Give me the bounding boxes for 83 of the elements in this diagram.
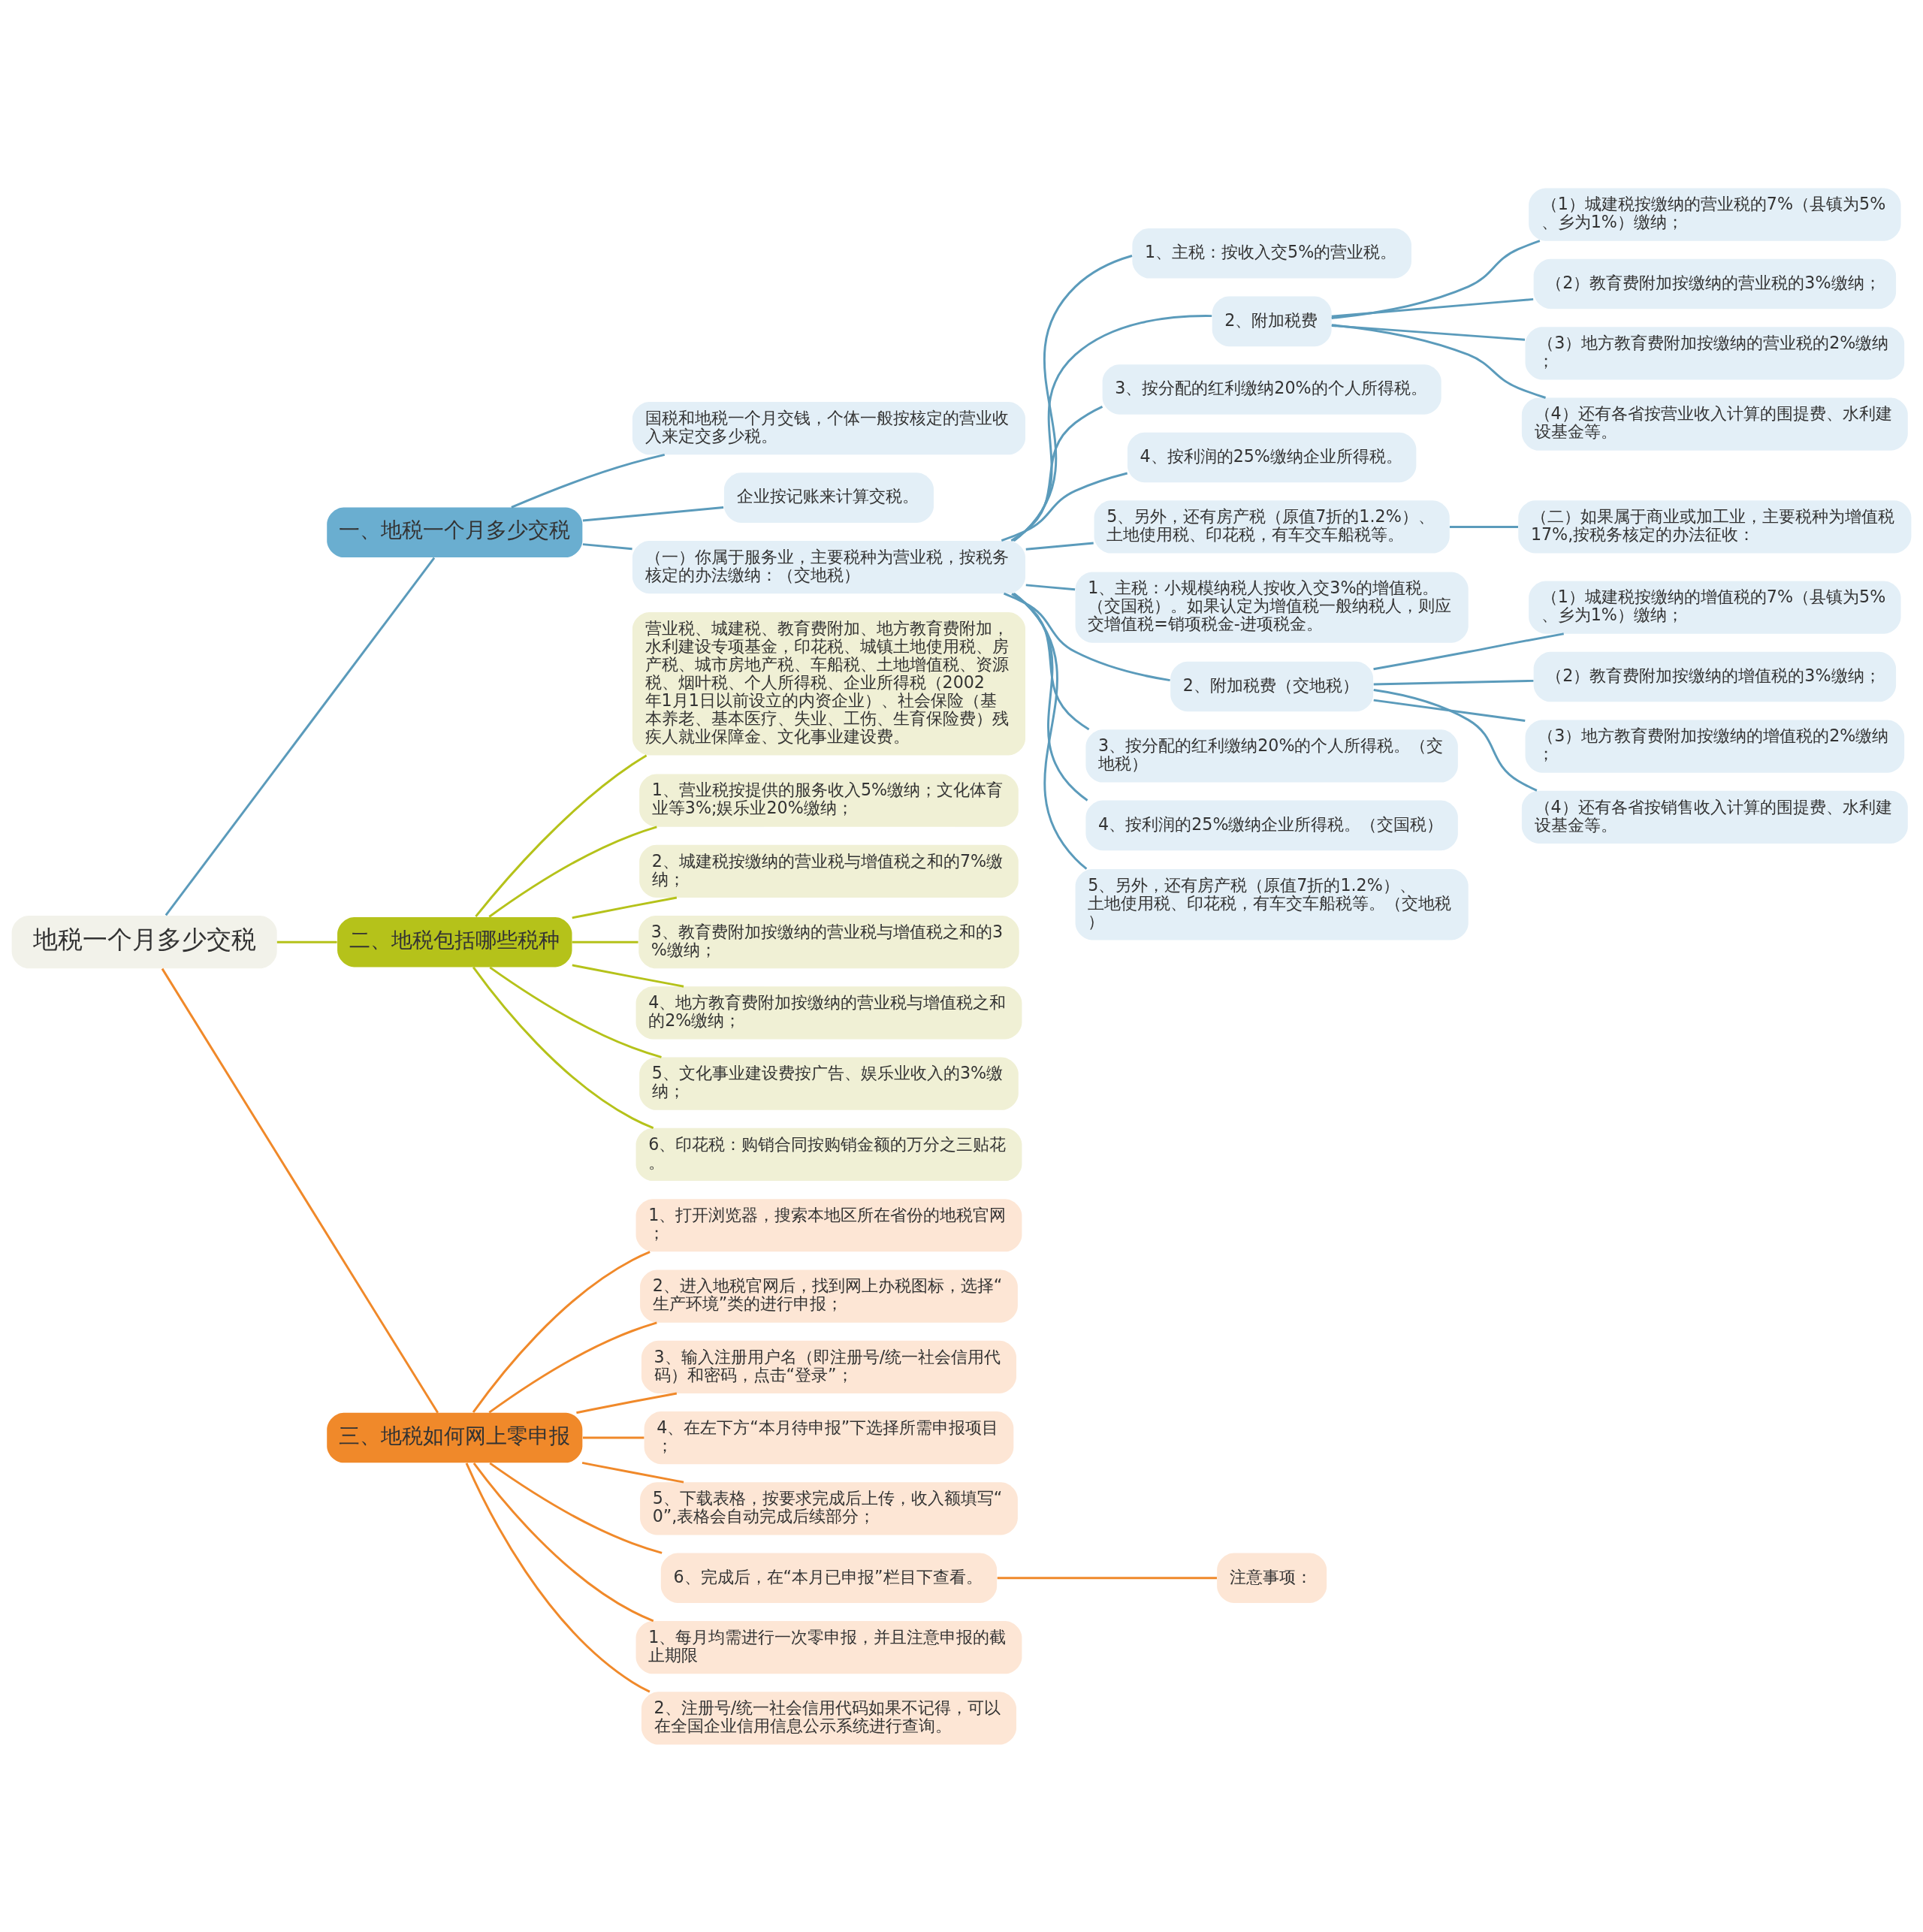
node-box: 1、主税：小规模纳税人按收入交3%的增值税。（交国税）。如果认定为增值税一般纳税人，则应交增值税=销项税金-进项税金。	[1075, 572, 1469, 643]
node-box: 3、按分配的红利缴纳20%的个人所得税。（交地税）	[1085, 729, 1458, 783]
node-box: 4、在左下方“本月待申报”下选择所需申报项目；	[644, 1411, 1014, 1464]
connector	[997, 1576, 1217, 1579]
node-box: 5、下载表格，按要求完成后上传，收入额填写“0”,表格会自动完成后续部分；	[640, 1481, 1018, 1535]
node-box: 6、印花税：购销合同按购销金额的万分之三贴花。	[635, 1128, 1022, 1181]
node-box: 注意事项：	[1217, 1553, 1327, 1603]
node-box: （一）你属于服务业，主要税种为营业税，按税务核定的办法缴纳：（交地税）	[632, 540, 1026, 593]
connector	[572, 963, 684, 988]
connector	[1013, 314, 1212, 542]
connector	[1013, 254, 1133, 542]
connector	[1449, 525, 1518, 528]
node-box: 1、营业税按提供的服务收入5%缴纳；文化体育业等3%;娱乐业20%缴纳；	[639, 774, 1019, 827]
node-box: 地税一个月多少交税	[11, 915, 277, 968]
node-box: （2）教育费附加按缴纳的增值税的3%缴纳；	[1533, 651, 1897, 702]
connector	[1331, 297, 1534, 318]
connector	[1331, 239, 1541, 319]
node-box: 2、附加税费	[1212, 296, 1332, 346]
connector	[276, 940, 337, 943]
node-box: （3）地方教育费附加按缴纳的营业税的2%缴纳；	[1525, 326, 1905, 379]
connector	[1373, 632, 1564, 670]
node-box: （3）地方教育费附加按缴纳的增值税的2%缴纳；	[1525, 719, 1905, 773]
connector	[1001, 472, 1128, 542]
node-box: 5、文化事业建设费按广告、娱乐业收入的3%缴纳；	[639, 1057, 1019, 1110]
connector	[1373, 688, 1538, 792]
connector	[465, 1462, 651, 1692]
node-box: （4）还有各省按销售收入计算的围提费、水利建设基金等。	[1521, 790, 1908, 844]
connector	[472, 966, 654, 1129]
connector	[1025, 542, 1094, 551]
connector	[489, 1462, 663, 1554]
connector	[582, 1436, 645, 1439]
connector	[1013, 592, 1088, 801]
node-box: 营业税、城建税、教育费附加、地方教育费附加，水利建设专项基金，印花税、城镇土地使用税、房产税、城市房地产税、车船税、土地增值税、资源税、烟叶税、个人所得税、企业所得税（2002年1月1日以前设立的内资企业）、社会保险（基本养老、基本医疗、失业、工伤、生育保险费）残疾人就业保障金、文化事业建设费。	[632, 611, 1026, 755]
node-box: 5、另外，还有房产税（原值7折的1.2%）、土地使用税、印花税，有车交车船税等。（交地税）	[1075, 868, 1469, 940]
connector	[576, 1392, 678, 1414]
connector	[572, 940, 638, 943]
node-box: 4、地方教育费附加按缴纳的营业税与增值税之和的2%缴纳；	[635, 986, 1022, 1040]
node-box: 1、主税：按收入交5%的营业税。	[1132, 228, 1411, 279]
connector	[1331, 324, 1526, 341]
connector	[489, 966, 662, 1058]
connector	[1013, 592, 1088, 870]
node-box: （4）还有各省按营业收入计算的围提费、水利建设基金等。	[1521, 397, 1908, 451]
node-box: 2、注册号/统一社会信用代码如果不记得，可以在全国企业信用信息公示系统进行查询。	[641, 1691, 1016, 1745]
node-box: 2、进入地税官网后，找到网上办税图标，选择“生产环境”类的进行申报；	[640, 1269, 1018, 1323]
node-box: 5、另外，还有房产税（原值7折的1.2%）、土地使用税、印花税，有车交车船税等。	[1094, 500, 1450, 554]
connector	[472, 1250, 651, 1413]
connector	[582, 542, 632, 550]
connector	[511, 453, 666, 509]
node-box: 1、打开浏览器，搜索本地区所在省份的地税官网；	[635, 1198, 1022, 1251]
node-box: 2、附加税费（交地税）	[1170, 661, 1374, 711]
connector	[165, 557, 436, 916]
connector	[1011, 592, 1090, 730]
connector	[582, 506, 724, 522]
connector	[1373, 679, 1534, 686]
node-box: （二）如果属于商业或加工业，主要税种为增值税17%,按税务核定的办法征收：	[1518, 500, 1912, 554]
connector	[472, 1462, 654, 1622]
connector	[488, 1321, 657, 1414]
node-box: 一、地税一个月多少交税	[327, 507, 583, 557]
node-box: （2）教育费附加按缴纳的营业税的3%缴纳；	[1533, 258, 1897, 309]
node-box: 6、完成后，在“本月已申报”栏目下查看。	[660, 1553, 998, 1603]
node-box: （1）城建税按缴纳的营业税的7%（县镇为5%、乡为1%）缴纳；	[1529, 187, 1901, 241]
node-box: 三、地税如何网上零申报	[327, 1412, 583, 1463]
connector	[475, 753, 648, 917]
connector	[161, 968, 439, 1414]
node-box: 3、教育费附加按缴纳的营业税与增值税之和的3%缴纳；	[638, 915, 1019, 968]
connector	[1010, 405, 1103, 542]
connector	[1373, 699, 1526, 722]
connector	[572, 896, 678, 919]
connector	[1331, 323, 1546, 399]
connector	[1025, 583, 1076, 590]
node-box: 3、按分配的红利缴纳20%的个人所得税。	[1102, 364, 1441, 415]
connector	[581, 1461, 684, 1484]
connector	[1003, 592, 1170, 681]
node-box: 国税和地税一个月交钱，个体一般按核定的营业收入来定交多少税。	[632, 401, 1026, 454]
node-box: 二、地税包括哪些税种	[337, 916, 572, 967]
node-box: 4、按利润的25%缴纳企业所得税。	[1127, 432, 1417, 482]
node-box: 3、输入注册用户名（即注册号/统一社会信用代码）和密码，点击“登录”；	[641, 1340, 1016, 1393]
node-box: 4、按利润的25%缴纳企业所得税。（交国税）	[1085, 800, 1458, 850]
node-box: （1）城建税按缴纳的增值税的7%（县镇为5%、乡为1%）缴纳；	[1529, 581, 1901, 634]
connector	[488, 826, 657, 918]
node-box: 企业按记账来计算交税。	[723, 472, 934, 523]
node-box: 1、每月均需进行一次零申报，并且注意申报的截止期限	[635, 1620, 1022, 1674]
node-box: 2、城建税按缴纳的营业税与增值税之和的7%缴纳；	[639, 844, 1019, 898]
